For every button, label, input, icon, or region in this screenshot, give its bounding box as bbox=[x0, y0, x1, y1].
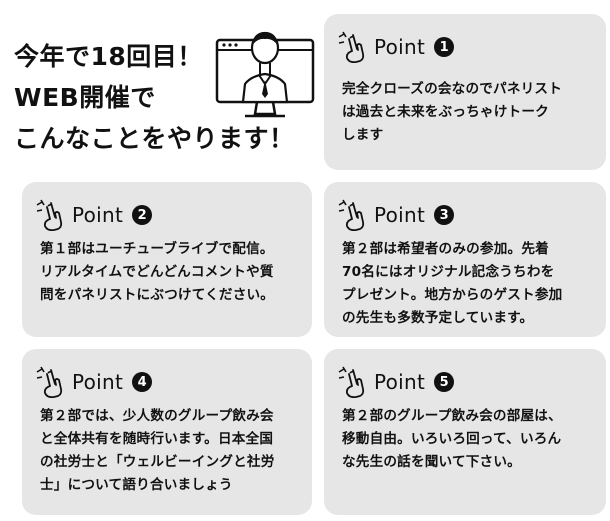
point-text-line: な先生の話を聞いて下さい。 bbox=[342, 454, 521, 470]
point-header: Point 4 bbox=[34, 365, 153, 399]
point-number-badge: 2 bbox=[132, 205, 153, 225]
point-text: 第２部では、少人数のグループ飲み会 と全体共有を随時行います。日本全国 の社労士… bbox=[40, 405, 300, 497]
point-title: Point bbox=[72, 203, 124, 227]
point-header: Point 1 bbox=[336, 30, 455, 64]
point-text-line: 完全クローズの会なのでパネリスト bbox=[342, 81, 563, 97]
point-title: Point bbox=[374, 370, 426, 394]
point-title: Point bbox=[374, 203, 426, 227]
crossed-fingers-icon bbox=[338, 31, 365, 63]
crossed-fingers-icon bbox=[36, 199, 63, 231]
point-header: Point 2 bbox=[34, 198, 153, 232]
point-number-badge: 4 bbox=[132, 372, 153, 392]
crossed-fingers-icon bbox=[338, 366, 365, 398]
point-number-badge: 1 bbox=[434, 37, 455, 57]
headline-line-1: 今年で18回目！ bbox=[14, 42, 203, 71]
point-text-line: プレゼント。地方からのゲスト参加 bbox=[342, 287, 563, 303]
point-card-5: Point 5 第２部のグループ飲み会の部屋は、 移動自由。いろいろ回って、いろ… bbox=[324, 349, 606, 515]
headline-line-2: WEB開催で bbox=[14, 83, 156, 112]
crossed-fingers-icon bbox=[338, 199, 365, 231]
point-number-badge: 5 bbox=[434, 372, 455, 392]
crossed-fingers-icon bbox=[36, 366, 63, 398]
point-text-line: は過去と未来をぶっちゃけトーク bbox=[342, 104, 549, 120]
point-title: Point bbox=[72, 370, 124, 394]
point-header: Point 5 bbox=[336, 365, 455, 399]
point-text-line: 第２部のグループ飲み会の部屋は、 bbox=[342, 408, 562, 424]
point-text-line: します bbox=[342, 127, 384, 143]
point-card-2: Point 2 第１部はユーチューブライブで配信。 リアルタイムでどんどんコメン… bbox=[22, 182, 312, 337]
point-text: 完全クローズの会なのでパネリスト は過去と未来をぶっちゃけトーク します bbox=[342, 78, 594, 147]
point-text-line: 第２部は希望者のみの参加。先着 bbox=[342, 241, 549, 257]
point-text-line: の社労士と「ウェルビーイングと社労 bbox=[40, 454, 275, 470]
point-card-3: Point 3 第２部は希望者のみの参加。先着 70名にはオリジナル記念うちわを… bbox=[324, 182, 606, 337]
point-text-line: 第１部はユーチューブライブで配信。 bbox=[40, 241, 274, 257]
point-text-line: の先生も多数予定しています。 bbox=[342, 310, 534, 326]
point-text-line: 移動自由。いろいろ回って、いろん bbox=[342, 431, 562, 447]
point-text: 第２部は希望者のみの参加。先着 70名にはオリジナル記念うちわを プレゼント。地… bbox=[342, 238, 594, 330]
point-text: 第１部はユーチューブライブで配信。 リアルタイムでどんどんコメントや質 問をパネ… bbox=[40, 238, 300, 307]
point-number-badge: 3 bbox=[434, 205, 455, 225]
point-text-line: 70名にはオリジナル記念うちわを bbox=[342, 264, 555, 280]
point-text-line: 問をパネリストにぶつけてください。 bbox=[40, 287, 275, 303]
point-text-line: と全体共有を随時行います。日本全国 bbox=[40, 431, 274, 447]
point-title: Point bbox=[374, 35, 426, 59]
point-card-1: Point 1 完全クローズの会なのでパネリスト は過去と未来をぶっちゃけトーク… bbox=[324, 14, 606, 170]
point-text: 第２部のグループ飲み会の部屋は、 移動自由。いろいろ回って、いろん な先生の話を… bbox=[342, 405, 594, 474]
headline-line-3: こんなことをやります！ bbox=[14, 124, 295, 153]
point-text-line: リアルタイムでどんどんコメントや質 bbox=[40, 264, 274, 280]
point-text-line: 士」について語り合いましょう bbox=[40, 477, 233, 493]
presenter-monitor-icon bbox=[215, 31, 315, 118]
headline: 今年で18回目！ WEB開催で こんなことをやります！ bbox=[14, 36, 295, 159]
point-card-4: Point 4 第２部では、少人数のグループ飲み会 と全体共有を随時行います。日… bbox=[22, 349, 312, 515]
point-header: Point 3 bbox=[336, 198, 455, 232]
point-text-line: 第２部では、少人数のグループ飲み会 bbox=[40, 408, 274, 424]
